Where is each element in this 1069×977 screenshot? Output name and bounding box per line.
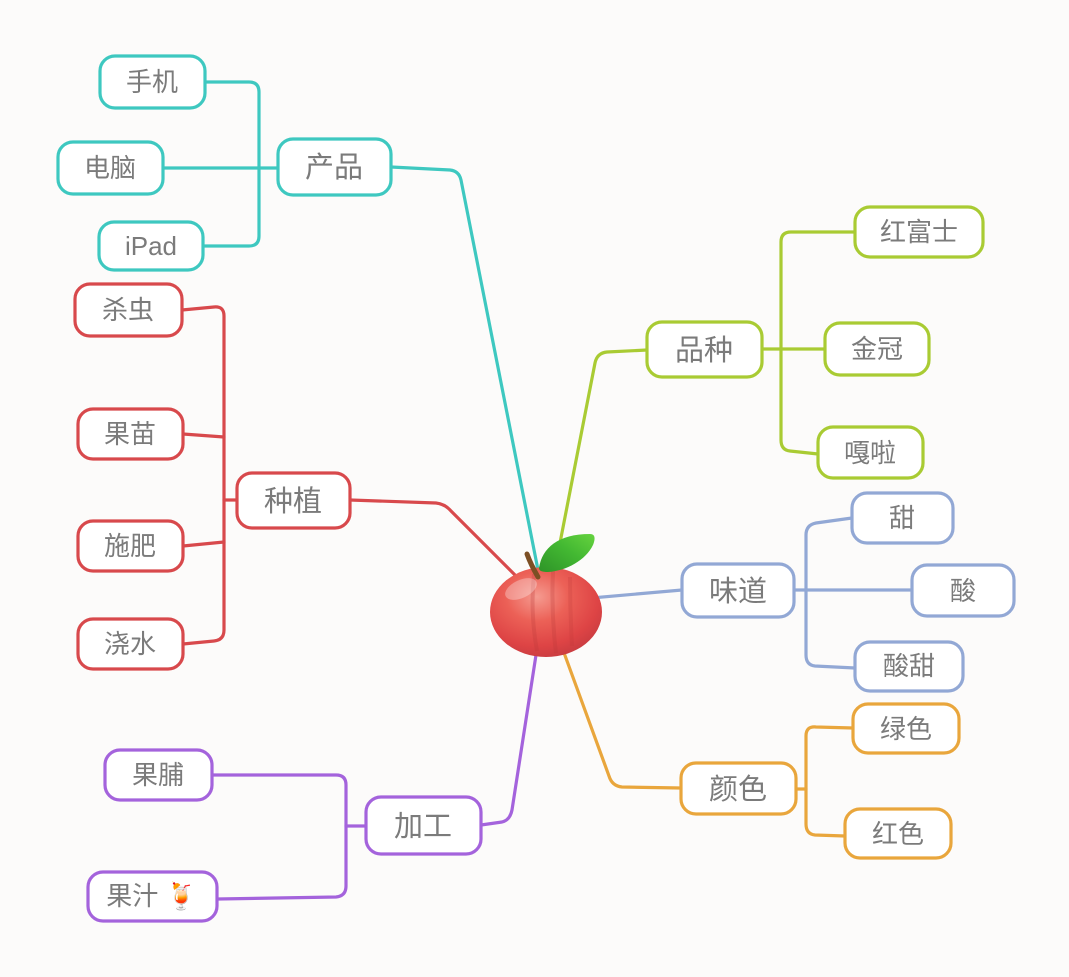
- root-node-apple[interactable]: [490, 534, 602, 657]
- edge-planting-seedling: [181, 432, 226, 439]
- topic-products-label: 产品: [305, 151, 363, 184]
- subtopic-golden-delicious-box: [823, 321, 931, 377]
- topic-planting[interactable]: 种植: [235, 471, 352, 530]
- subtopic-sweet-label: 甜: [889, 503, 915, 533]
- edge-planting-children-trunk: [180, 305, 226, 646]
- subtopic-watering-label: 浇水: [104, 629, 156, 659]
- subtopic-watering-box: [76, 617, 185, 671]
- subtopic-sour-sweet-box: [853, 640, 965, 693]
- topic-varieties-box: [645, 320, 764, 379]
- subtopic-sweet[interactable]: 甜: [850, 491, 955, 545]
- subtopic-mobile-phone-label: 手机: [126, 67, 178, 97]
- subtopic-sour-label: 酸: [950, 576, 976, 606]
- topic-processing-box: [364, 795, 483, 856]
- edge-layer: [161, 80, 914, 901]
- topic-taste-box: [680, 562, 796, 619]
- subtopic-red-fuji-label: 红富士: [880, 217, 958, 247]
- subtopic-ipad[interactable]: iPad: [97, 220, 205, 272]
- apple-body: [490, 567, 602, 657]
- edge-products-children-trunk: [201, 80, 261, 248]
- apple-streak-1: [530, 573, 539, 652]
- edge-planting-fertilize: [181, 540, 226, 548]
- subtopic-red[interactable]: 红色: [843, 807, 953, 860]
- subtopic-fertilizing-box: [76, 519, 185, 573]
- subtopic-green-label: 绿色: [880, 714, 932, 744]
- topic-products-box: [276, 137, 393, 197]
- subtopic-red-fuji[interactable]: 红富士: [853, 205, 985, 259]
- subtopic-red-fuji-box: [853, 205, 985, 259]
- topic-processing[interactable]: 加工: [364, 795, 483, 856]
- apple-stem: [524, 551, 541, 580]
- subtopic-gala[interactable]: 嘎啦: [816, 425, 925, 480]
- subtopic-fruit-seedling-box: [76, 407, 185, 461]
- subtopic-fertilizing-label: 施肥: [104, 531, 156, 561]
- topic-varieties[interactable]: 品种: [645, 320, 764, 379]
- topic-color[interactable]: 颜色: [679, 761, 798, 816]
- edge-processing-children-trunk: [210, 773, 348, 901]
- edge-varieties-root: [557, 348, 649, 550]
- subtopic-red-box: [843, 807, 953, 860]
- subtopic-fruit-juice[interactable]: 果汁 🍹: [86, 870, 219, 923]
- edge-processing-root: [479, 653, 538, 827]
- subtopic-sour-sweet-label: 酸甜: [883, 651, 935, 681]
- subtopic-computer-box: [56, 140, 165, 196]
- subtopic-sour[interactable]: 酸: [910, 563, 1016, 618]
- subtopic-gala-label: 嘎啦: [844, 438, 896, 468]
- subtopic-fruit-juice-label: 果汁 🍹: [106, 880, 198, 911]
- subtopic-fruit-seedling[interactable]: 果苗: [76, 407, 185, 461]
- subtopic-ipad-label: iPad: [125, 231, 177, 261]
- subtopic-pest-control-label: 杀虫: [102, 295, 154, 325]
- topic-products[interactable]: 产品: [276, 137, 393, 197]
- subtopic-preserved-fruit[interactable]: 果脯: [103, 748, 214, 802]
- topic-planting-box: [235, 471, 352, 530]
- topic-taste-label: 味道: [709, 575, 767, 608]
- edge-planting-root: [348, 498, 524, 584]
- topic-color-box: [679, 761, 798, 816]
- subtopic-preserved-fruit-label: 果脯: [132, 760, 184, 790]
- subtopic-mobile-phone[interactable]: 手机: [98, 54, 207, 110]
- subtopic-computer[interactable]: 电脑: [56, 140, 165, 196]
- apple-leaf: [539, 534, 595, 572]
- topic-processing-label: 加工: [394, 811, 452, 843]
- subtopic-golden-delicious[interactable]: 金冠: [823, 321, 931, 377]
- subtopic-pest-control[interactable]: 杀虫: [73, 282, 184, 338]
- subtopic-fruit-seedling-label: 果苗: [104, 419, 156, 449]
- subtopic-fruit-juice-box: [86, 870, 219, 923]
- subtopic-golden-delicious-label: 金冠: [851, 334, 903, 364]
- edge-color-children-trunk: [804, 725, 855, 838]
- subtopic-preserved-fruit-box: [103, 748, 214, 802]
- subtopic-watering[interactable]: 浇水: [76, 617, 185, 671]
- topic-varieties-label: 品种: [675, 334, 733, 367]
- edge-taste-children-trunk: [804, 516, 857, 670]
- subtopic-ipad-box: [97, 220, 205, 272]
- topic-planting-label: 种植: [264, 485, 322, 518]
- subtopic-computer-label: 电脑: [84, 153, 136, 183]
- edge-varieties-children-trunk: [779, 230, 857, 456]
- topic-color-label: 颜色: [709, 773, 767, 806]
- subtopic-fertilizing[interactable]: 施肥: [76, 519, 185, 573]
- subtopic-green-box: [851, 702, 961, 755]
- subtopic-sour-box: [910, 563, 1016, 618]
- apple-streak-3: [568, 576, 574, 647]
- subtopic-sour-sweet[interactable]: 酸甜: [853, 640, 965, 693]
- subtopic-sweet-box: [850, 491, 955, 545]
- subtopic-gala-box: [816, 425, 925, 480]
- apple-highlight: [505, 578, 537, 600]
- subtopic-green[interactable]: 绿色: [851, 702, 961, 755]
- subtopic-mobile-phone-box: [98, 54, 207, 110]
- subtopic-red-label: 红色: [872, 819, 924, 849]
- subtopic-pest-control-box: [73, 282, 184, 338]
- edge-products-root: [389, 165, 540, 572]
- topic-taste[interactable]: 味道: [680, 562, 796, 619]
- apple-streak-2: [550, 570, 558, 654]
- edge-color-root: [561, 648, 683, 790]
